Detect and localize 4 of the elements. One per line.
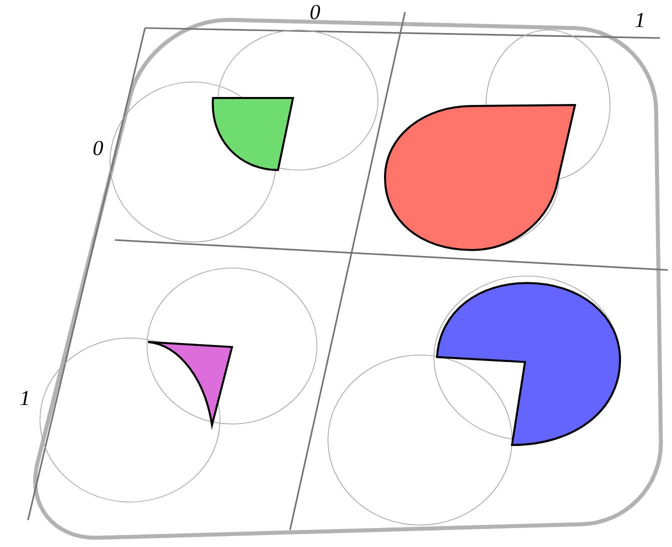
axis-label: 1 (635, 12, 644, 28)
axis-label: 0 (93, 140, 104, 156)
axis-label: 0 (310, 4, 320, 20)
axis-label: 1 (20, 390, 28, 406)
